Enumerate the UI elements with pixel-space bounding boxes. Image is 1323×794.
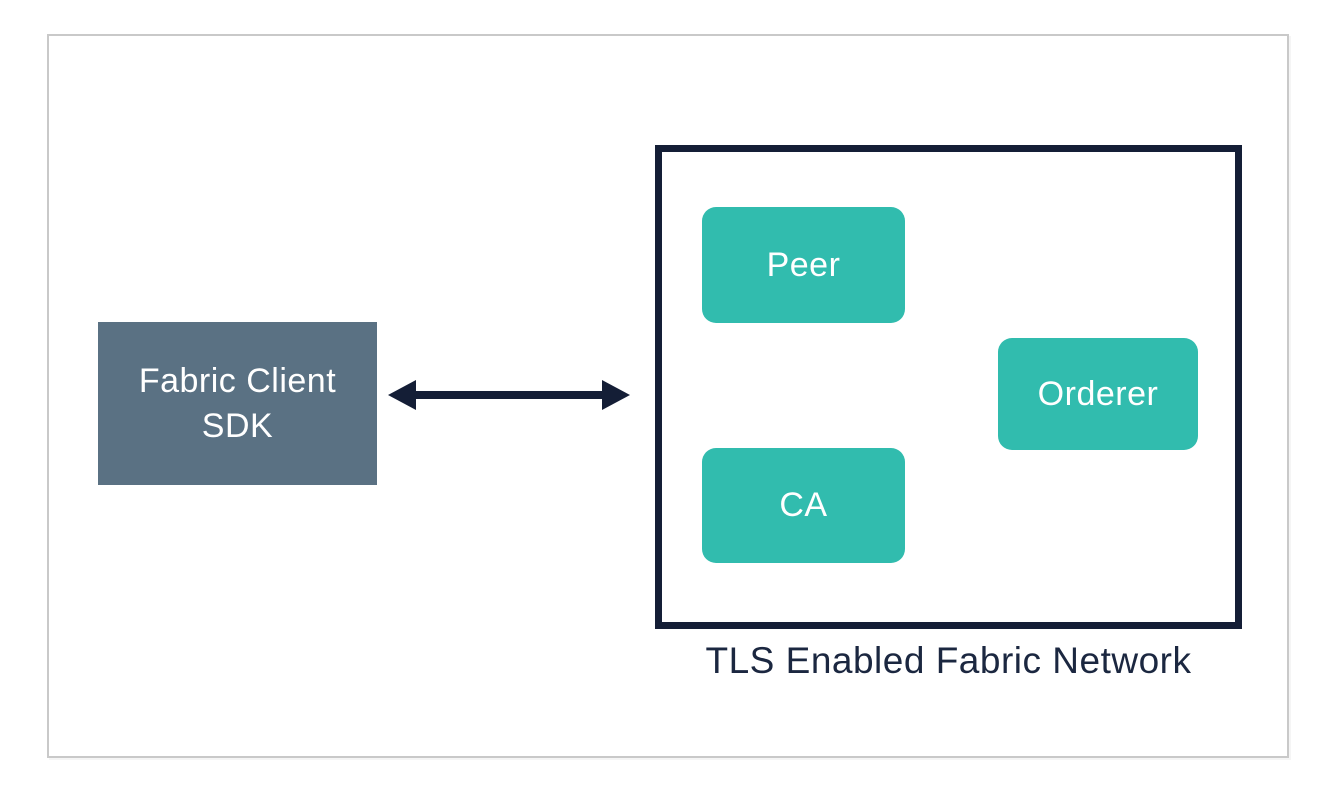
fabric-client-sdk-box: Fabric Client SDK xyxy=(98,322,377,485)
peer-node-label: Peer xyxy=(766,245,841,284)
peer-node-box: Peer xyxy=(702,207,905,323)
ca-node-label: CA xyxy=(779,486,828,524)
fabric-client-sdk-label: Fabric Client SDK xyxy=(138,361,337,445)
orderer-node-box: Orderer xyxy=(998,338,1198,450)
bidirectional-arrow-icon xyxy=(388,380,630,410)
orderer-node-label: Orderer xyxy=(1037,374,1159,413)
tls-fabric-network-caption: TLS Enabled Fabric Network xyxy=(705,640,1192,681)
ca-node-box: CA xyxy=(702,448,905,563)
